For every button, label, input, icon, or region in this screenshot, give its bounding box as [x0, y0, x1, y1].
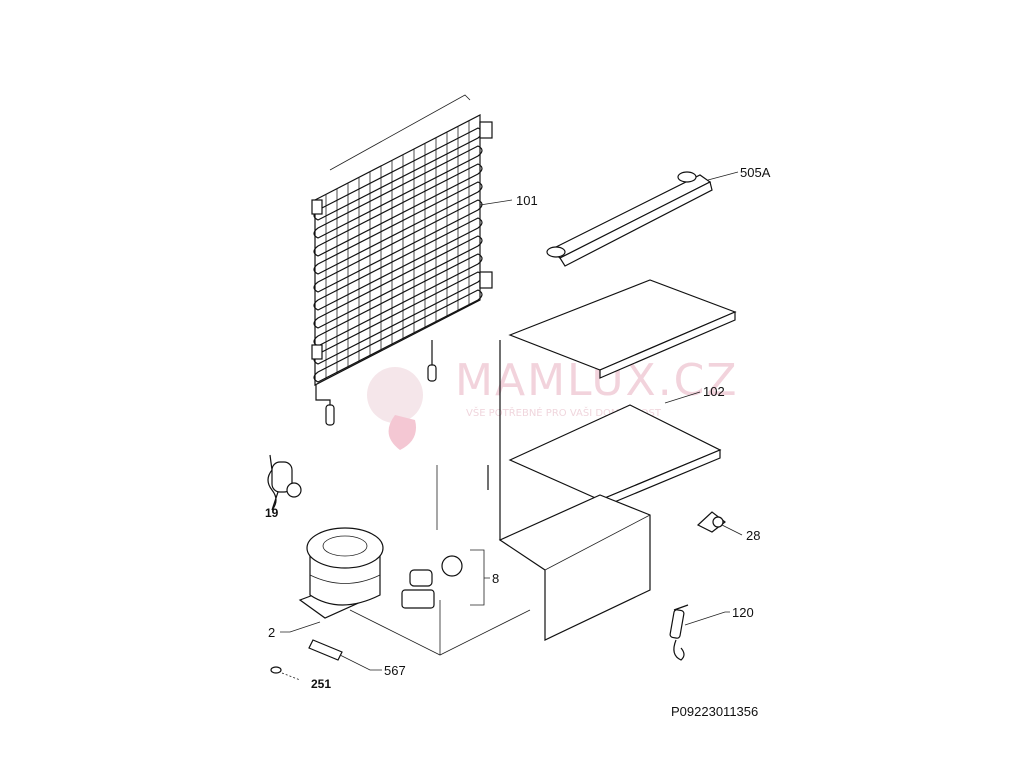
label-relay-coil: 19 [265, 506, 279, 520]
handle-bar-part: 505A [546, 165, 771, 267]
condenser-part: 101 [311, 94, 538, 426]
label-condenser: 101 [516, 193, 538, 208]
base-outline [349, 465, 531, 656]
condenser-tube [313, 145, 483, 239]
condenser-tube [313, 181, 483, 275]
starter-relay-part: 8 [401, 549, 499, 609]
condenser-tube [313, 127, 483, 221]
condenser-tube [313, 253, 483, 347]
label-shelves: 102 [703, 384, 725, 399]
compressor-part: 2 [268, 527, 384, 640]
condenser-tube [313, 271, 483, 365]
condenser-tube [313, 199, 483, 293]
label-compressor: 2 [268, 625, 275, 640]
label-thermostat-sensor: 120 [732, 605, 754, 620]
thermostat-sensor-part: 120 [669, 604, 754, 661]
label-screw: 251 [311, 677, 331, 691]
shelves-cabinet-part: 102 [487, 279, 737, 641]
relay-coil-part: 19 [265, 454, 302, 520]
mounting-plate-part: 567 [308, 639, 406, 678]
condenser-tube [313, 235, 483, 329]
drawing-code: P09223011356 [671, 704, 758, 719]
label-starter-relay: 8 [492, 571, 499, 586]
label-handle-bar: 505A [740, 165, 771, 180]
label-bracket: 28 [746, 528, 760, 543]
condenser-tube [313, 163, 483, 257]
bracket-part: 28 [696, 511, 760, 543]
screw-part: 251 [270, 666, 331, 691]
condenser-tube [313, 217, 483, 311]
condenser-tube [313, 289, 483, 383]
label-mounting-plate: 567 [384, 663, 406, 678]
